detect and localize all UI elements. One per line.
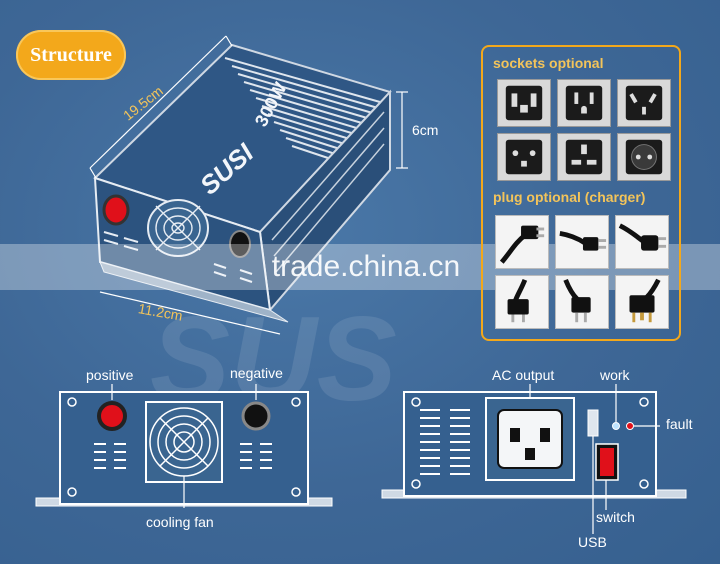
plug-eu-icon — [615, 215, 669, 269]
height-dimension: 6cm — [412, 122, 439, 138]
socket-uk-icon — [557, 133, 611, 181]
plug-au-icon — [495, 215, 549, 269]
work-label: work — [600, 367, 630, 383]
socket-eu-icon — [617, 133, 671, 181]
sockets-title: sockets optional — [493, 55, 604, 71]
plug-cn-icon — [495, 275, 549, 329]
plug-us2-icon — [555, 275, 609, 329]
watermark-text: trade.china.cn — [271, 250, 461, 283]
cooling-fan-label: cooling fan — [146, 514, 214, 530]
socket-multi-icon — [497, 133, 551, 181]
socket-universal-icon — [497, 79, 551, 127]
structure-badge: Structure — [16, 30, 126, 80]
socket-us-icon — [557, 79, 611, 127]
negative-label: negative — [230, 365, 283, 381]
plug-uk-icon — [615, 275, 669, 329]
front-panel-dc-view — [35, 384, 333, 508]
positive-label: positive — [86, 367, 134, 383]
usb-label: USB — [578, 534, 607, 550]
socket-australian-icon — [617, 79, 671, 127]
rear-panel-ac-view — [381, 384, 687, 534]
plugs-title: plug optional (charger) — [493, 189, 646, 205]
plug-us-icon — [555, 215, 609, 269]
switch-label: switch — [596, 509, 635, 525]
fault-label: fault — [666, 416, 693, 432]
options-panel: sockets optional — [481, 45, 681, 341]
ac-output-label: AC output — [492, 367, 555, 383]
